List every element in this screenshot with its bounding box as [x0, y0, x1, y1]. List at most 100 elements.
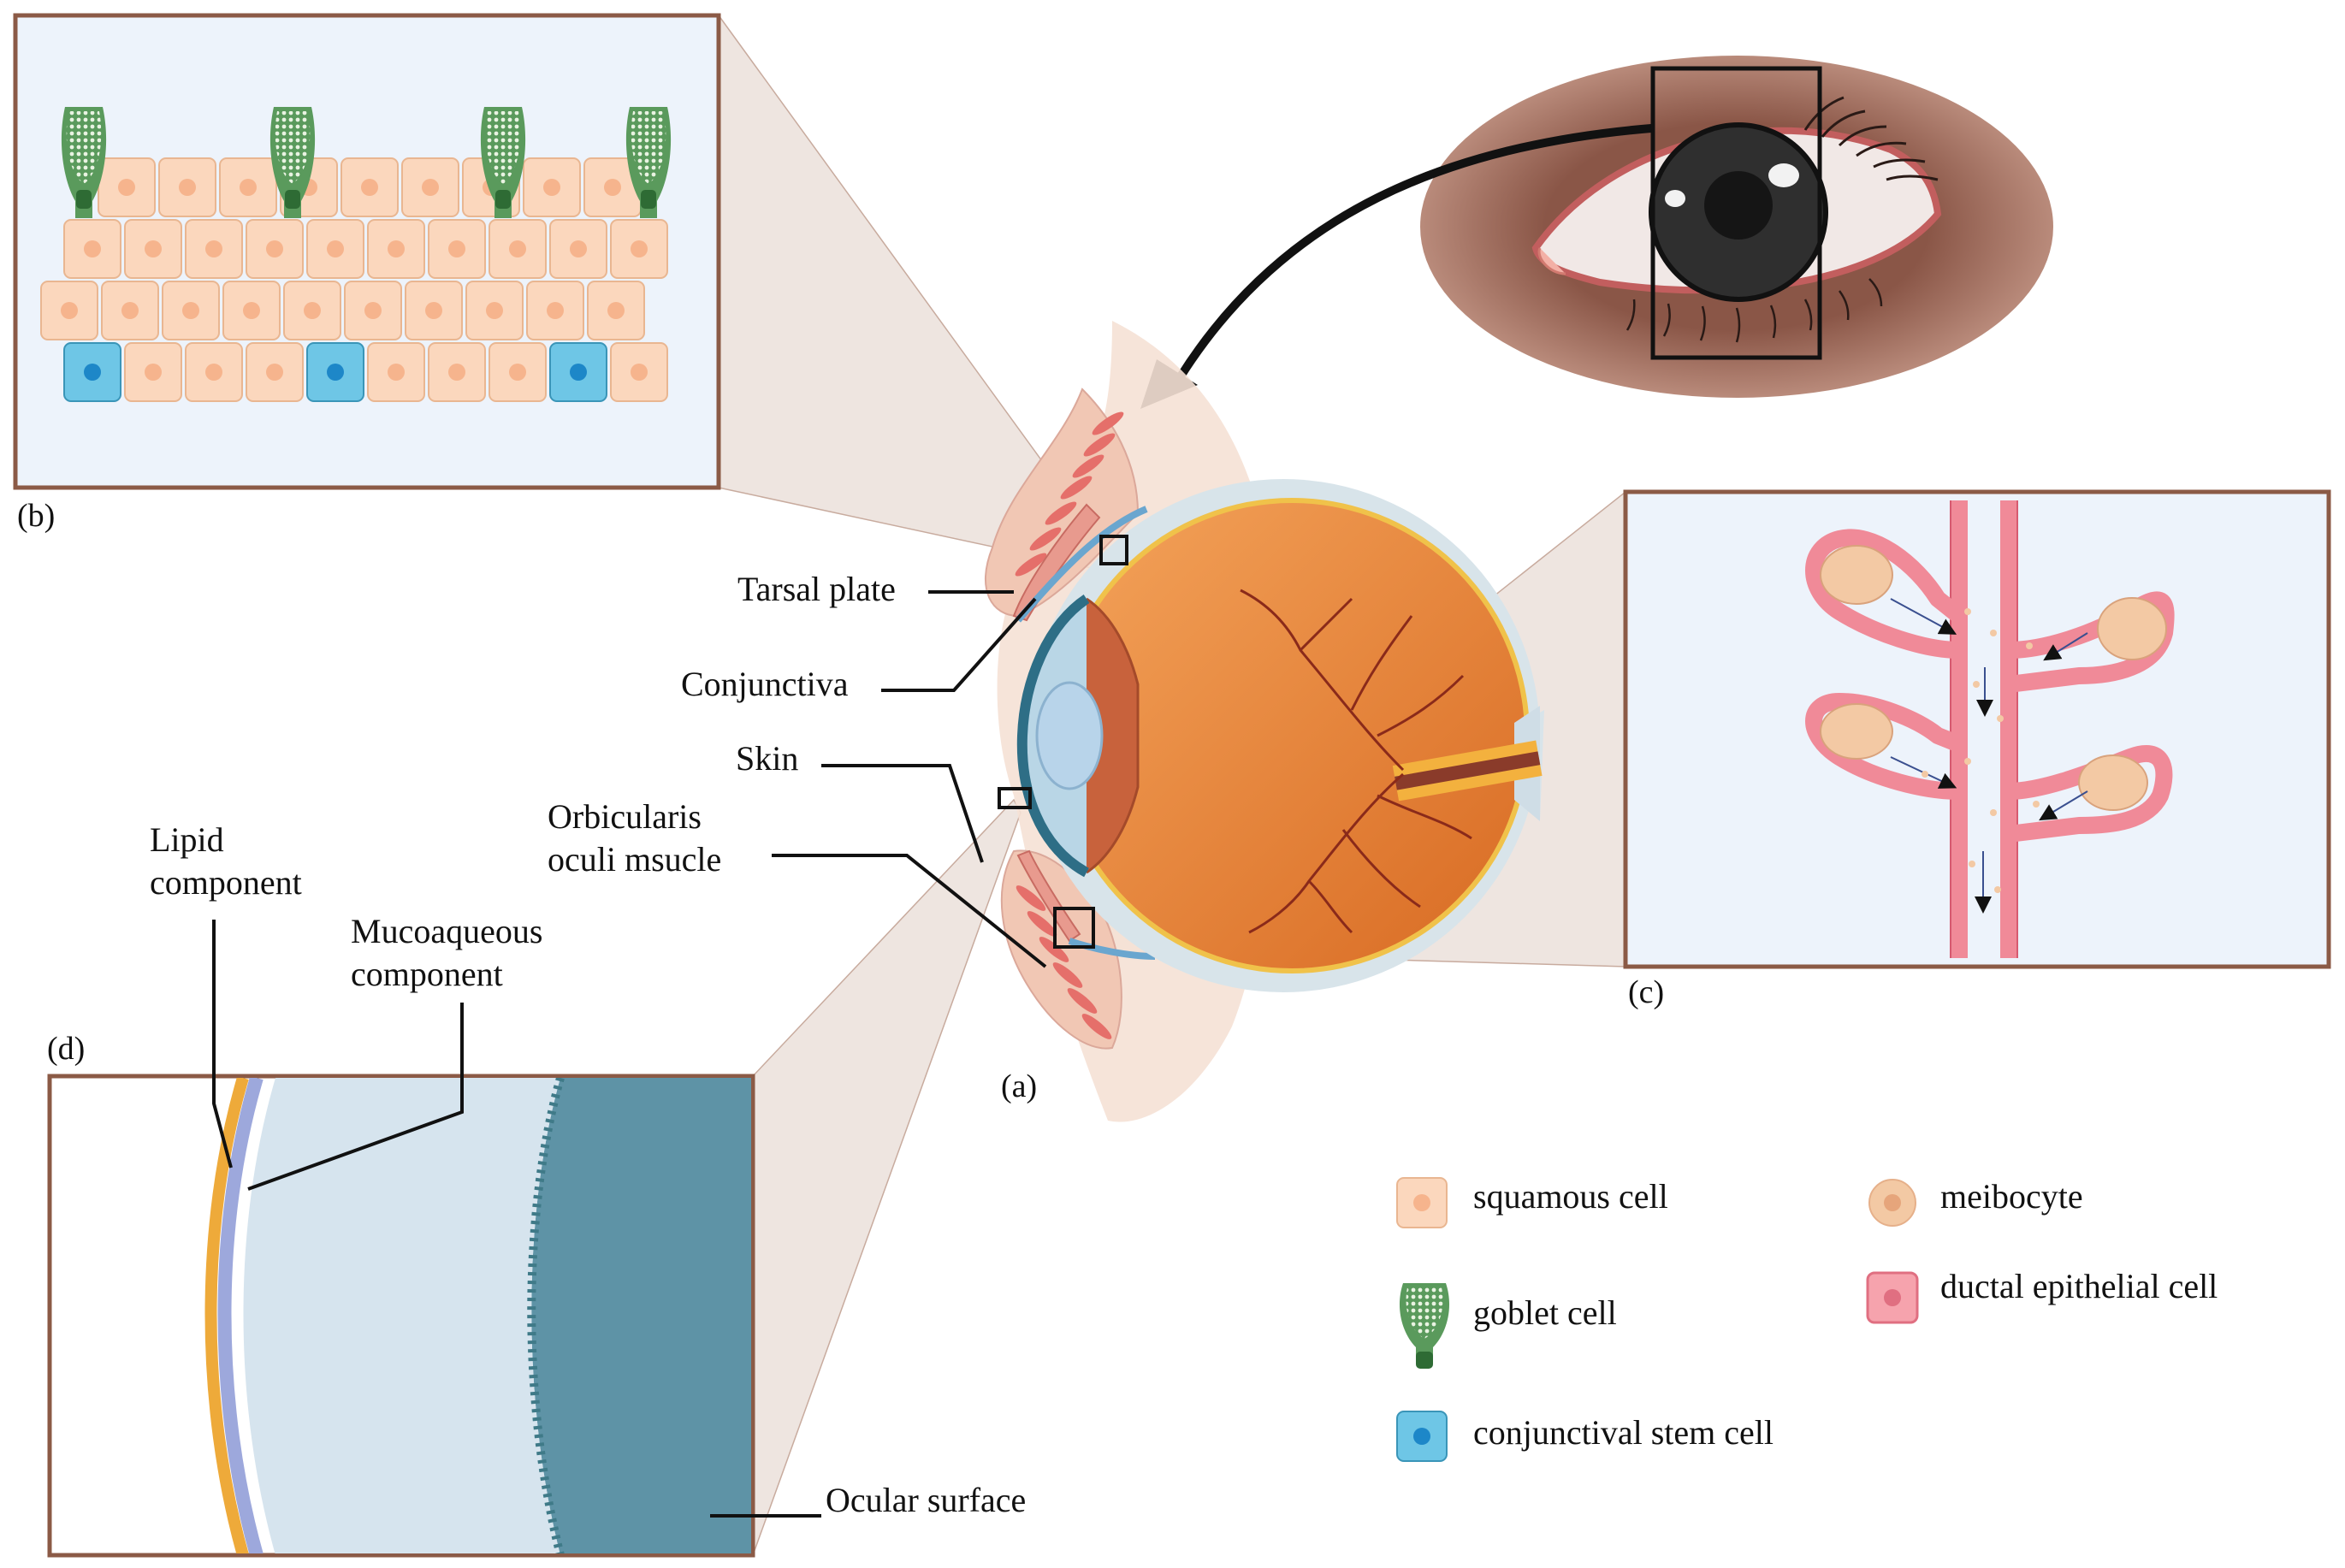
svg-text:Tarsal plate: Tarsal plate	[737, 570, 896, 608]
aqueous-layer	[243, 1078, 560, 1553]
tarsal-plate-upper	[1012, 503, 1101, 622]
squamous-cell	[428, 219, 486, 279]
svg-text:squamous cell: squamous cell	[1473, 1177, 1668, 1216]
squamous-cell	[523, 157, 581, 217]
acinus-upper-right	[2007, 591, 2175, 693]
squamous-cell	[526, 281, 584, 340]
squamous-cell	[587, 281, 645, 340]
tarsal-plate-lower	[1016, 849, 1081, 943]
zoom-marker-b	[1099, 535, 1128, 565]
svg-text:component: component	[150, 863, 302, 902]
squamous-cell	[158, 157, 216, 217]
label-conjunctiva: Conjunctiva	[681, 597, 1037, 703]
glycocalyx-edge	[527, 1078, 565, 1553]
squamous-cell	[63, 219, 121, 279]
panel-d-tag: (d)	[47, 1031, 85, 1067]
panel-c-tag: (c)	[1628, 974, 1664, 1010]
orbicularis-lower	[1016, 885, 1112, 1039]
squamous-cell	[489, 342, 547, 402]
orbicularis-upper	[1015, 411, 1124, 577]
panel-d-tear-film	[47, 1074, 755, 1558]
squamous-cell	[246, 342, 304, 402]
svg-text:ductal epithelial cell: ductal epithelial cell	[1940, 1267, 2218, 1305]
label-ocular-surface: Ocular surface	[710, 1481, 1026, 1519]
legend-item-ductal: ductal epithelial cell	[1866, 1267, 2218, 1324]
squamous-cell	[101, 281, 159, 340]
goblet-cell	[269, 107, 316, 218]
lipid-droplets	[1922, 608, 2040, 893]
svg-text:meibocyte: meibocyte	[1940, 1177, 2083, 1216]
squamous-cell	[185, 219, 243, 279]
squamous-cell	[340, 157, 399, 217]
svg-text:Orbicularis: Orbicularis	[548, 797, 702, 836]
panel-c-frame	[1623, 489, 2331, 969]
squamous-cell	[222, 281, 281, 340]
svg-text:component: component	[351, 955, 503, 993]
legend: squamous cell goblet cell conjunctival s…	[1396, 1177, 2218, 1462]
svg-text:conjunctival stem cell: conjunctival stem cell	[1473, 1413, 1774, 1452]
lower-lashes	[1626, 278, 1883, 343]
ocular-surface-layer	[531, 1078, 751, 1553]
svg-text:oculi msucle: oculi msucle	[548, 840, 721, 879]
svg-text:Ocular surface: Ocular surface	[826, 1481, 1026, 1519]
squamous-cell	[219, 157, 277, 217]
squamous-cell	[367, 342, 425, 402]
mucoaqueous-layer	[217, 1078, 264, 1553]
goblet-cell-icon	[1399, 1283, 1450, 1369]
label-mucoaqueous: Mucoaqueous component	[247, 912, 542, 1191]
zoom-marker-c	[1053, 907, 1095, 949]
lens	[1035, 681, 1104, 790]
legend-item-goblet: goblet cell	[1399, 1283, 1617, 1369]
central-duct	[1950, 500, 2018, 958]
svg-text:Conjunctiva: Conjunctiva	[681, 665, 849, 703]
legend-item-meibocyte: meibocyte	[1868, 1177, 2083, 1227]
secretion-flow-arrows	[1890, 598, 2088, 914]
squamous-cell	[610, 342, 668, 402]
panel-a-eye-cross-section	[984, 321, 1544, 1122]
goblet-cell	[61, 107, 107, 218]
svg-text:Mucoaqueous: Mucoaqueous	[351, 912, 542, 950]
squamous-cell	[98, 157, 156, 217]
squamous-cell	[246, 219, 304, 279]
label-tarsal-plate: Tarsal plate	[737, 570, 1014, 608]
svg-text:Lipid: Lipid	[150, 820, 224, 859]
panel-b-epithelium	[13, 13, 721, 490]
squamous-cell	[162, 281, 220, 340]
goblet-cell	[480, 107, 526, 218]
panel-a-tag: (a)	[1001, 1068, 1037, 1104]
squamous-cell	[405, 281, 463, 340]
eye-selection-box	[1650, 66, 1822, 360]
squamous-cell	[428, 342, 486, 402]
squamous-cell	[489, 219, 547, 279]
squamous-cell	[124, 342, 182, 402]
conjunctival-stem-cell	[63, 342, 121, 402]
svg-text:goblet cell: goblet cell	[1473, 1293, 1617, 1332]
squamous-cell	[610, 219, 668, 279]
squamous-cell	[40, 281, 98, 340]
external-eye	[1420, 56, 2053, 398]
goblet-cell-row	[61, 107, 672, 218]
squamous-cell-layers	[40, 157, 668, 402]
squamous-cell	[306, 219, 364, 279]
label-skin: Skin	[736, 739, 984, 863]
label-lipid: Lipid component	[150, 820, 302, 1169]
squamous-cell	[124, 219, 182, 279]
iris	[1086, 597, 1140, 874]
squamous-cell	[549, 219, 607, 279]
squamous-cell	[465, 281, 524, 340]
squamous-cell	[185, 342, 243, 402]
squamous-cell	[367, 219, 425, 279]
legend-item-stem: conjunctival stem cell	[1396, 1411, 1774, 1462]
acinus-lower-right	[2007, 745, 2173, 843]
squamous-cell	[344, 281, 402, 340]
retinal-vessels	[1240, 589, 1472, 934]
legend-item-squamous: squamous cell	[1396, 1177, 1668, 1228]
upper-lashes	[1803, 96, 1939, 181]
svg-text:Skin: Skin	[736, 739, 798, 778]
goblet-cell	[625, 107, 672, 218]
conjunctival-stem-cell	[549, 342, 607, 402]
panel-c-meibomian-gland	[1623, 489, 2331, 969]
lipid-layer	[204, 1078, 249, 1553]
zoom-marker-d	[998, 787, 1032, 809]
